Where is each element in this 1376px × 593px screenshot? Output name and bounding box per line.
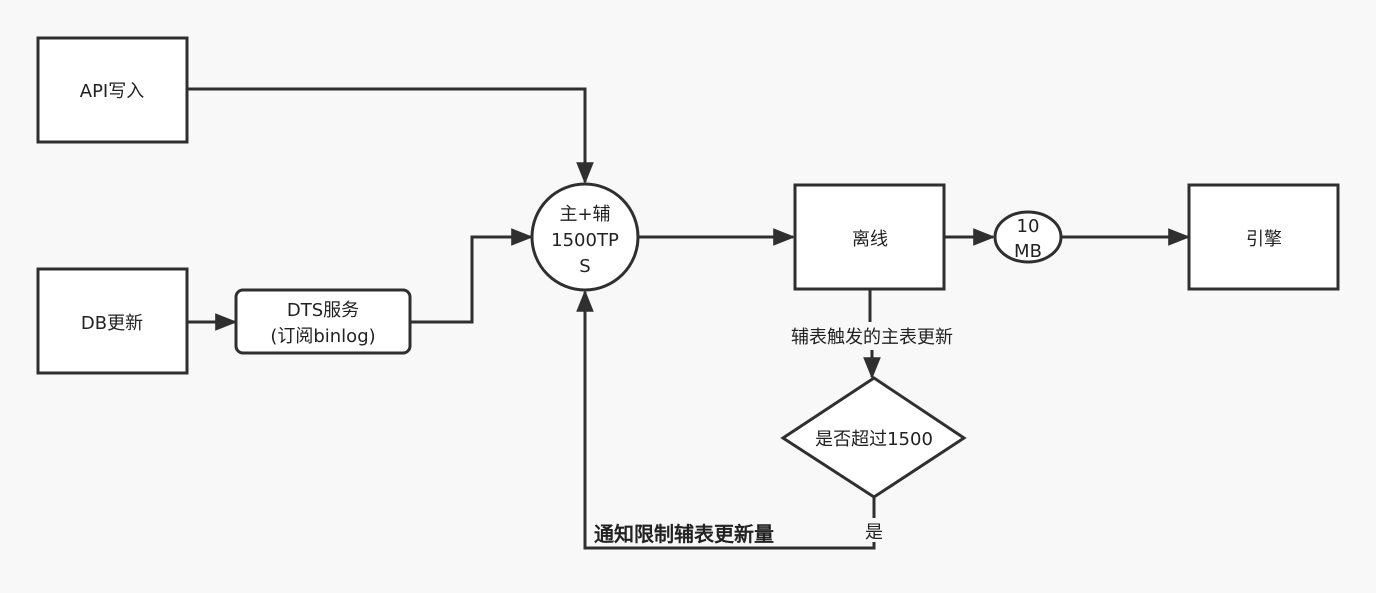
node-main-aux-line3: S bbox=[579, 256, 590, 277]
node-size-line1: 10 bbox=[1017, 216, 1040, 237]
node-offline: 离线 bbox=[793, 183, 946, 291]
node-decision-label: 是否超过1500 bbox=[815, 429, 933, 450]
edge-label-aux-trigger: 辅表触发的主表更新 bbox=[791, 327, 953, 348]
node-size: 10 MB bbox=[993, 210, 1063, 264]
node-main-aux-line2: 1500TP bbox=[551, 230, 619, 251]
edge-label-bg bbox=[778, 322, 968, 350]
edge-dts-to-main bbox=[411, 228, 534, 324]
node-engine: 引擎 bbox=[1187, 183, 1340, 291]
edge-label-bg-yes bbox=[860, 518, 888, 542]
node-api-write-label: API写入 bbox=[80, 81, 144, 102]
edge-label-yes: 是 bbox=[865, 522, 883, 543]
node-api-write: API写入 bbox=[36, 36, 189, 144]
node-main-aux: 主+辅 1500TP S bbox=[530, 182, 640, 292]
edge-label-notify: 通知限制辅表更新量 bbox=[594, 522, 774, 546]
node-dts-line1: DTS服务 bbox=[287, 300, 359, 321]
node-decision: 是否超过1500 bbox=[780, 376, 967, 499]
edge-notify-to-main bbox=[576, 289, 876, 550]
node-engine-label: 引擎 bbox=[1246, 229, 1282, 250]
node-size-line2: MB bbox=[1014, 241, 1042, 262]
node-db-update-label: DB更新 bbox=[81, 313, 143, 334]
node-dts-line2: (订阅binlog) bbox=[270, 326, 375, 347]
node-offline-label: 离线 bbox=[852, 229, 888, 250]
node-main-aux-line1: 主+辅 bbox=[559, 204, 610, 225]
edge-api-to-main bbox=[188, 87, 594, 185]
node-db-update: DB更新 bbox=[36, 267, 189, 375]
node-dts-service: DTS服务 (订阅binlog) bbox=[234, 288, 412, 355]
